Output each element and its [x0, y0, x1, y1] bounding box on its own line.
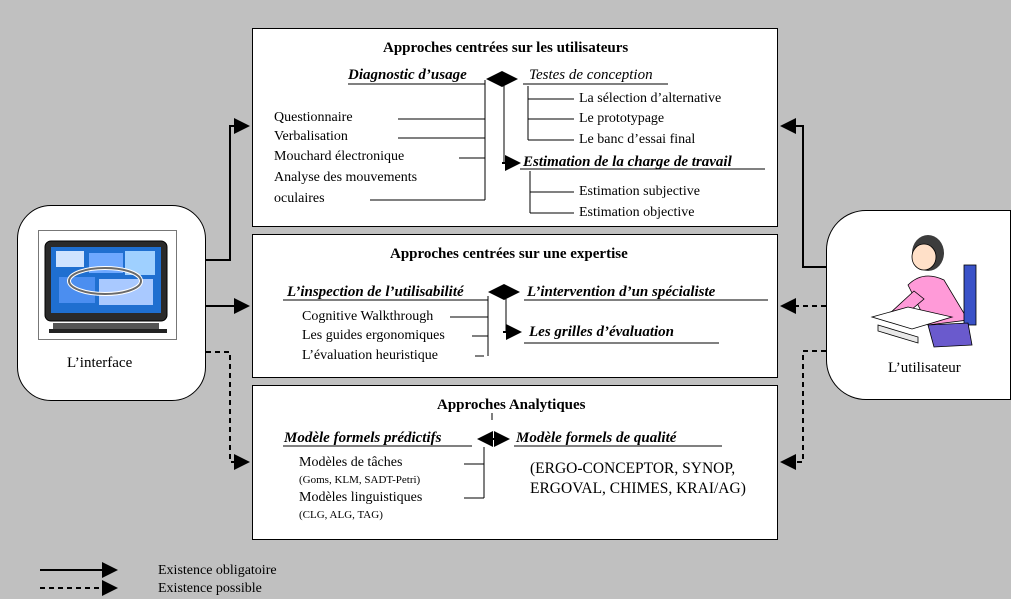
inspection-item-2: Les guides ergonomiques	[302, 328, 445, 343]
usability-inspection-heading: L’inspection de l’utilisabilité	[287, 284, 464, 300]
usage-item-1: Questionnaire	[274, 110, 353, 125]
usage-item-5: oculaires	[274, 191, 325, 206]
legend-solid-label: Existence obligatoire	[158, 563, 277, 578]
analytic-box	[252, 385, 778, 540]
design-tests-heading: Testes de conception	[529, 67, 653, 83]
linguistic-models-examples: (CLG, ALG, TAG)	[299, 509, 383, 521]
linguistic-models-label: Modèles linguistiques	[299, 490, 423, 505]
user-centered-box	[252, 28, 778, 227]
workload-item-2: Estimation objective	[579, 205, 695, 220]
usage-diagnostic-heading: Diagnostic d’usage	[348, 67, 467, 83]
usage-item-4: Analyse des mouvements	[274, 170, 418, 185]
workload-item-1: Estimation subjective	[579, 184, 700, 199]
predictive-models-heading: Modèle formels prédictifs	[284, 430, 442, 446]
workload-heading: Estimation de la charge de travail	[523, 154, 732, 170]
specialist-heading: L’intervention d’un spécialiste	[527, 284, 716, 300]
middle-box-title: Approches centrées sur une expertise	[390, 246, 628, 262]
design-test-item-2: Le prototypage	[579, 111, 665, 126]
usage-item-2: Verbalisation	[274, 129, 348, 144]
evaluation-grids-heading: Les grilles d’évaluation	[529, 324, 674, 340]
bottom-box-title: Approches Analytiques	[437, 397, 586, 413]
usage-item-3: Mouchard électronique	[274, 149, 405, 164]
user-label: L’utilisateur	[888, 360, 961, 376]
quality-models-heading: Modèle formels de qualité	[516, 430, 677, 446]
expertise-box	[252, 234, 778, 378]
design-test-item-1: La sélection d’alternative	[579, 91, 722, 106]
design-test-item-3: Le banc d’essai final	[579, 132, 696, 147]
inspection-item-1: Cognitive Walkthrough	[302, 309, 434, 324]
interface-label: L’interface	[67, 355, 133, 371]
computer-monitor-icon	[38, 230, 177, 340]
person-at-computer-icon	[868, 225, 1000, 350]
task-models-label: Modèles de tâches	[299, 455, 403, 470]
inspection-item-3: L’évaluation heuristique	[302, 348, 438, 363]
top-box-title: Approches centrées sur les utilisateurs	[383, 40, 629, 56]
quality-tools-line-1: (ERGO-CONCEPTOR, SYNOP,	[530, 460, 736, 477]
task-models-examples: (Goms, KLM, SADT-Petri)	[299, 474, 421, 486]
legend-dashed-label: Existence possible	[158, 581, 262, 596]
quality-tools-line-2: ERGOVAL, CHIMES, KRAI/AG)	[530, 480, 746, 497]
